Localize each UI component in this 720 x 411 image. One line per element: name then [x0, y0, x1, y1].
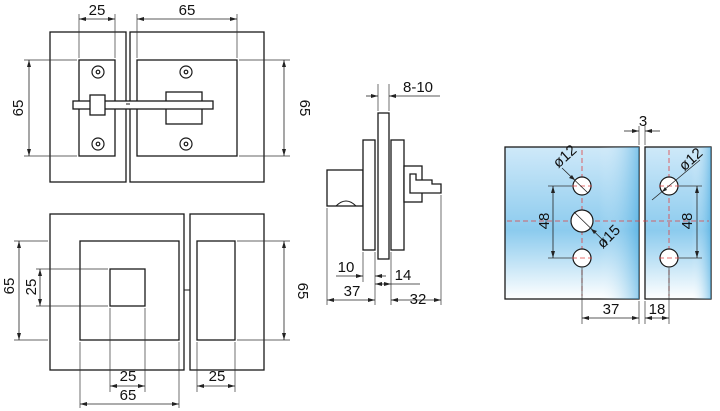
side-latch-hook	[409, 173, 442, 194]
dim-label: 65	[179, 2, 196, 19]
dim-label: 48	[679, 213, 696, 230]
front-view: 25 65 65 65	[10, 2, 313, 183]
dim-label: 65	[120, 387, 137, 404]
dim-label: 37	[344, 283, 361, 300]
rear-view: 65 25 65 25 65 25	[1, 213, 311, 408]
latch-knob	[89, 94, 106, 116]
dim-label: 25	[23, 279, 40, 296]
screw-hole	[95, 141, 101, 147]
glass-hole-left-center	[570, 209, 594, 233]
dim-label: 65	[296, 100, 313, 117]
dim-label: 18	[649, 301, 666, 318]
dim-label: 14	[395, 267, 412, 284]
side-plate-left	[362, 139, 376, 251]
dim-label: 65	[1, 278, 18, 295]
dim-label: 3	[639, 113, 647, 130]
dim-label: 25	[120, 368, 137, 385]
screw-hole	[183, 69, 189, 75]
dim-label: 48	[536, 213, 553, 230]
screw-hole	[183, 141, 189, 147]
dim-label: 8-10	[403, 79, 433, 96]
side-glass	[377, 112, 390, 260]
dim-label: 65	[10, 100, 27, 117]
screw-hole	[95, 69, 101, 75]
rear-right-inner	[196, 240, 236, 341]
dim-label: 37	[603, 301, 620, 318]
side-handle	[326, 169, 364, 207]
rear-center-square	[109, 268, 146, 307]
side-view: 8-10 10 14 37 32	[326, 79, 442, 308]
latch-bar	[72, 100, 214, 110]
side-plate-right	[390, 139, 405, 251]
dim-label: 65	[294, 283, 311, 300]
dim-label: 25	[89, 2, 106, 19]
glass-view: 3 ø12 ø12 ø15 48 48 37	[504, 113, 712, 324]
dim-label: 10	[338, 259, 355, 276]
dim-label: 25	[209, 368, 226, 385]
dim-label: 32	[410, 291, 427, 308]
